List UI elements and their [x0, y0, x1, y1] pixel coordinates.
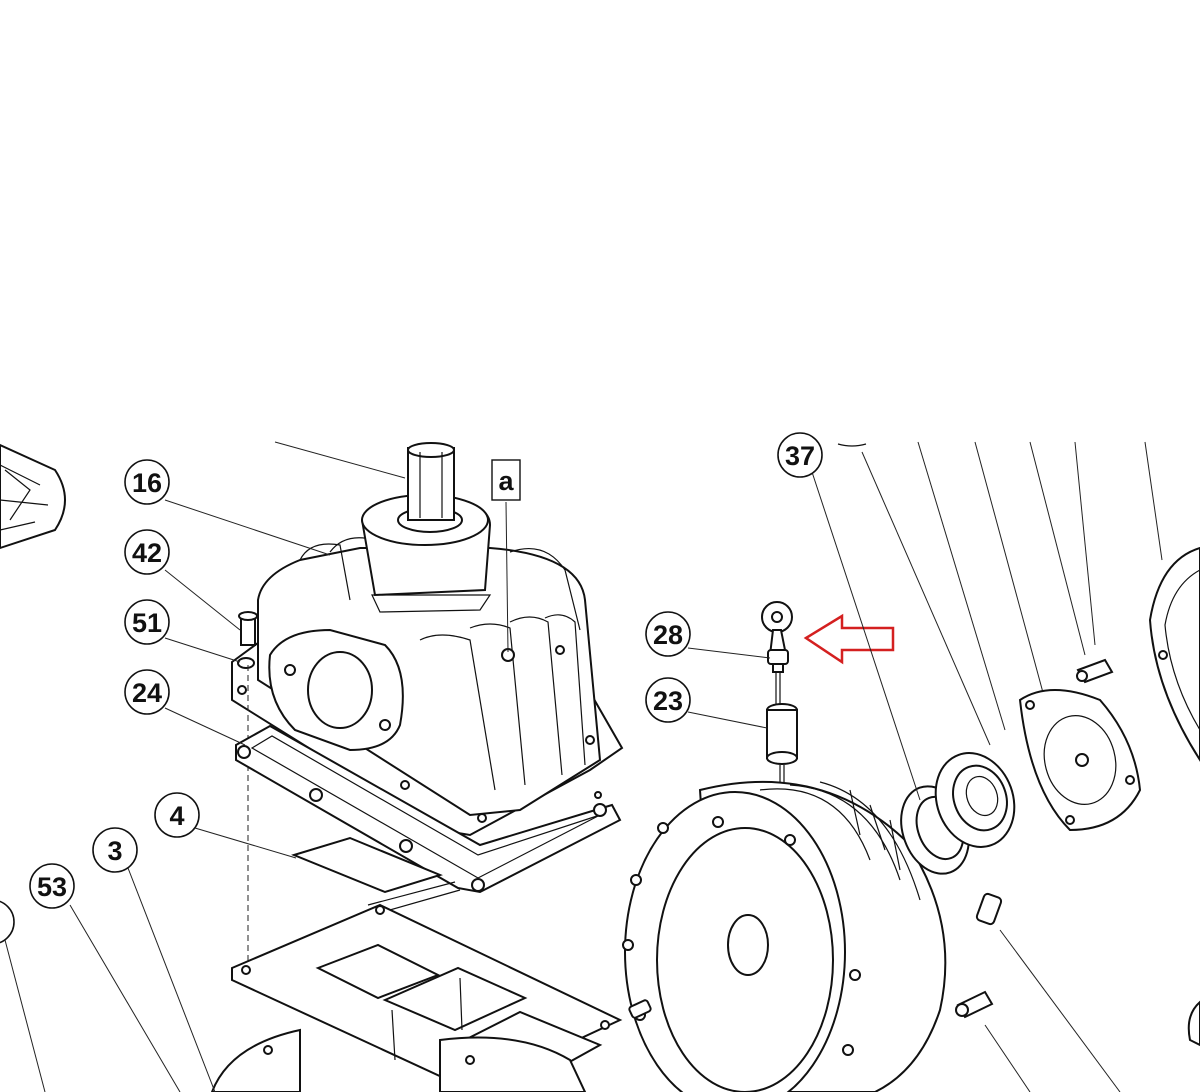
bearing-cover: [1018, 689, 1142, 832]
right-edge-partial-housing: [1148, 546, 1200, 1047]
bolt-upper-right: [1076, 658, 1114, 684]
gearbox-housing: [231, 442, 624, 837]
pin-bottom: [628, 999, 652, 1019]
fitting-23: [766, 703, 798, 790]
svg-text:3: 3: [107, 836, 122, 866]
left-edge-partial-housing: [0, 443, 66, 550]
callout-16: 16: [124, 459, 170, 505]
svg-text:51: 51: [132, 608, 162, 638]
callout-24: 24: [124, 669, 170, 715]
bolt-42: [238, 611, 258, 646]
callout-42: 42: [124, 529, 170, 575]
callout-53: 53: [29, 863, 75, 909]
washer-51: [237, 657, 255, 669]
callout-4: 4: [154, 792, 200, 838]
svg-text:4: 4: [169, 801, 184, 831]
svg-text:28: 28: [653, 620, 683, 650]
callout-8-partial: 8: [0, 900, 15, 944]
callout-3: 3: [92, 827, 138, 873]
svg-text:23: 23: [653, 686, 683, 716]
leader-lines: [4, 471, 1121, 1092]
callout-28: 28: [645, 611, 691, 657]
svg-text:42: 42: [132, 538, 162, 568]
callout-51: 51: [124, 599, 170, 645]
callout-37: 37: [777, 432, 823, 478]
svg-text:16: 16: [132, 468, 162, 498]
svg-text:37: 37: [785, 441, 815, 471]
svg-text:53: 53: [37, 872, 67, 902]
plate-4: [291, 836, 443, 894]
upper-leader-lines: [274, 441, 1163, 746]
lower-housing: [210, 1028, 587, 1092]
bearing: [934, 752, 1016, 848]
svg-text:a: a: [498, 466, 514, 496]
bolt-lower-right: [955, 990, 994, 1019]
gasket-24: [235, 724, 622, 894]
highlight-arrow: [803, 613, 895, 665]
callout-23: 23: [645, 677, 691, 723]
svg-text:24: 24: [132, 678, 162, 708]
cylinder-housing: [622, 780, 947, 1092]
dipstick-28: [761, 601, 793, 705]
reference-box-a: a: [491, 459, 521, 501]
plug-fitting: [975, 892, 1003, 926]
